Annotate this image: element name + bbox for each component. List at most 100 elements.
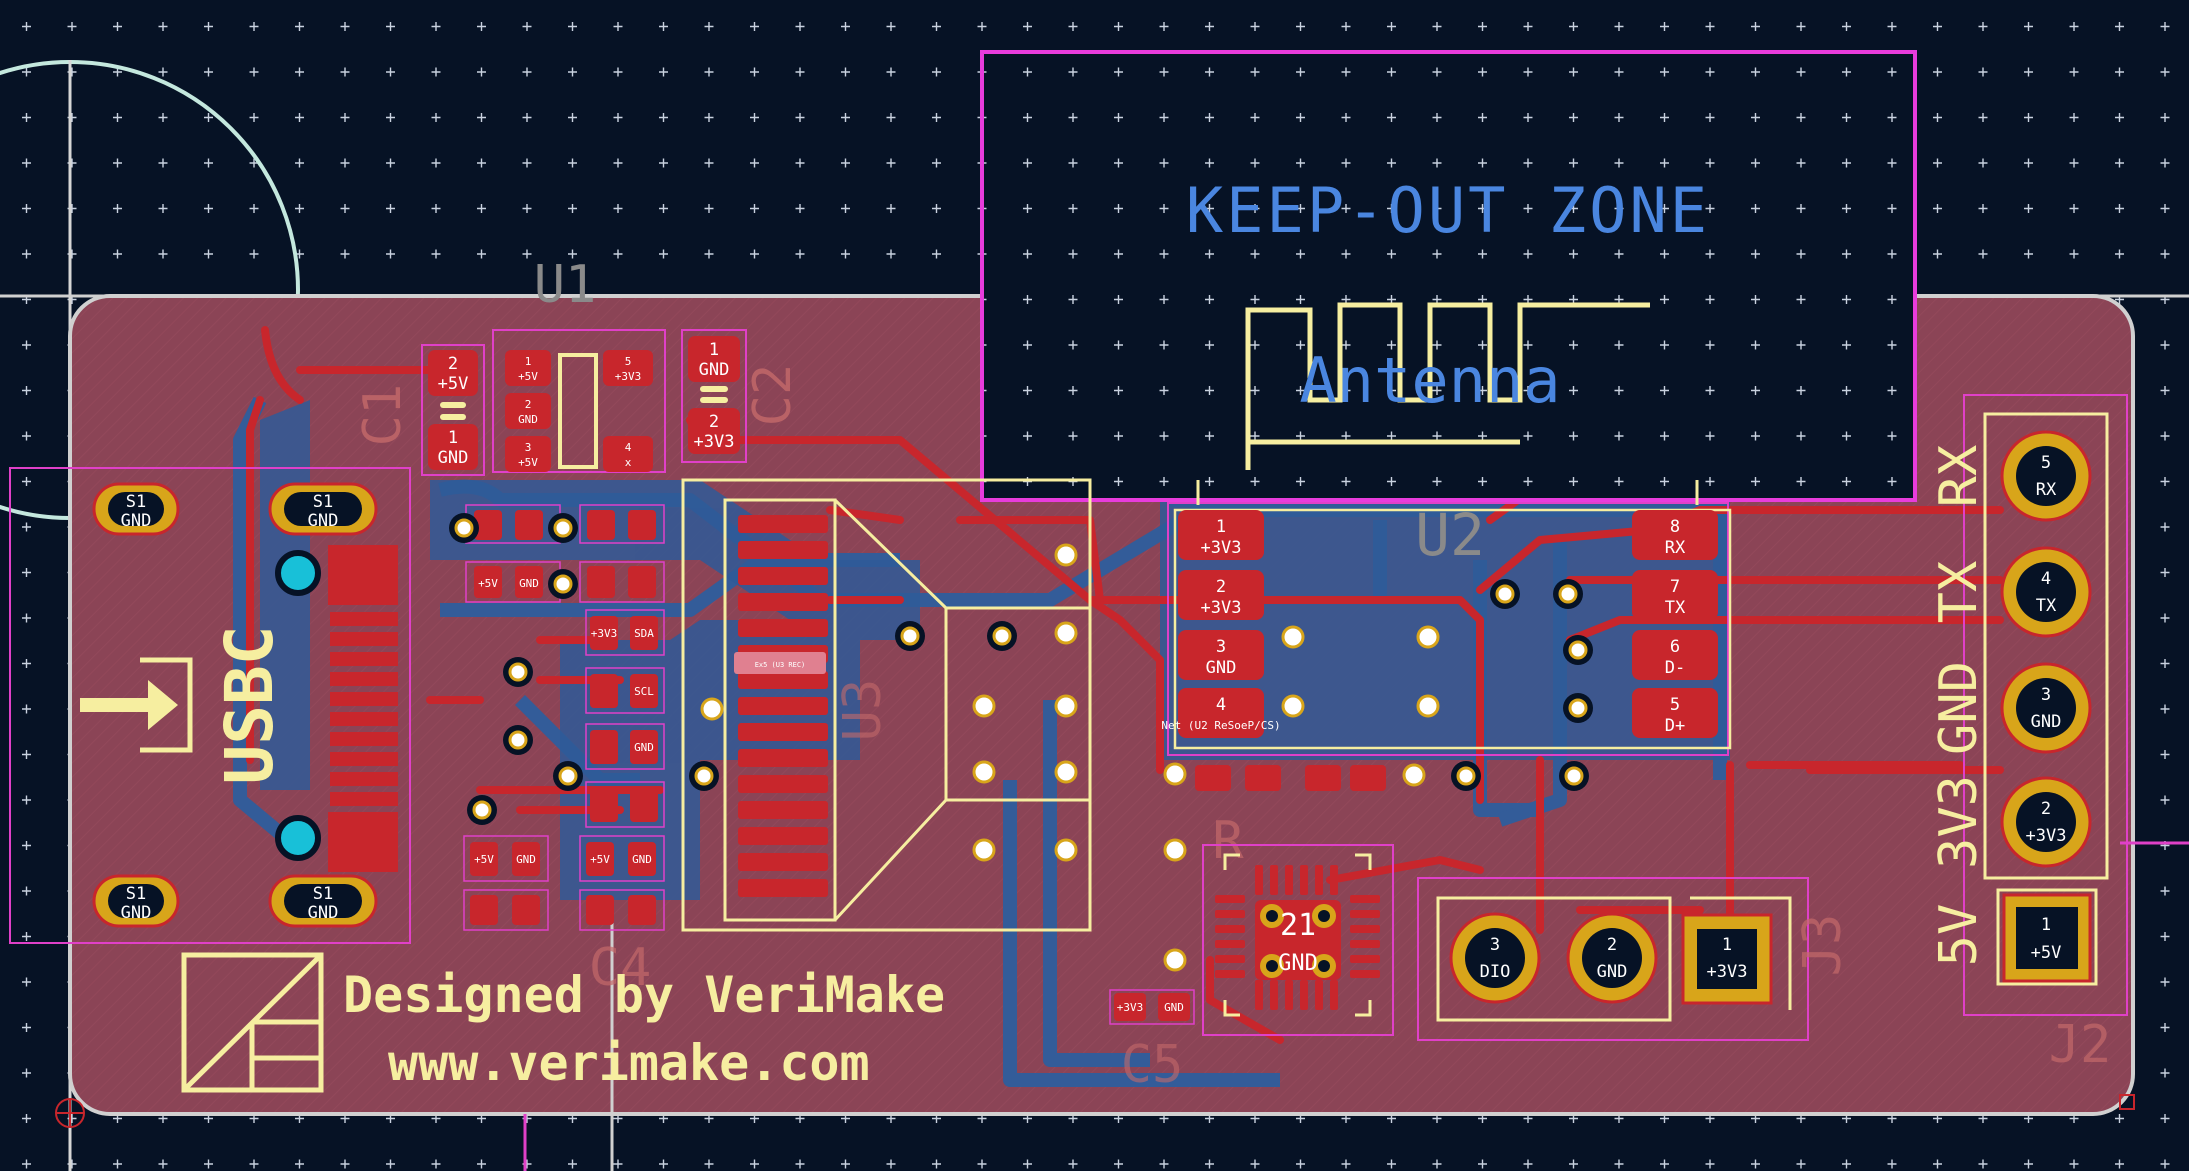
c5-pad[interactable]: GND bbox=[1158, 993, 1190, 1021]
c1-courtyard bbox=[421, 344, 485, 476]
svg-text:GND: GND bbox=[438, 448, 469, 468]
u3-pad-label: Ex5 (U3 REC) bbox=[755, 661, 806, 669]
svg-text:5: 5 bbox=[625, 355, 632, 368]
u2-pad[interactable]: 8 RX bbox=[1632, 510, 1718, 560]
u2-pad[interactable]: 7 TX bbox=[1632, 570, 1718, 620]
svg-text:3: 3 bbox=[2041, 685, 2051, 705]
passive-component[interactable]: +5V GND bbox=[579, 835, 665, 882]
j3-pin[interactable]: 1 +3V3 bbox=[1681, 913, 1773, 1005]
u1-pad[interactable]: 3 +5V bbox=[505, 436, 551, 472]
usb-shield-pad[interactable]: S1 GND bbox=[92, 874, 180, 928]
r-components bbox=[1195, 765, 1386, 791]
qfn-center-net: GND bbox=[1278, 951, 1318, 976]
passive-component[interactable]: GND bbox=[585, 723, 665, 770]
passive-component[interactable] bbox=[579, 504, 665, 544]
svg-text:2: 2 bbox=[709, 412, 719, 432]
svg-text:+3V3: +3V3 bbox=[1201, 538, 1242, 558]
svg-text:2: 2 bbox=[1216, 577, 1226, 597]
c2-silk-mark bbox=[700, 397, 728, 403]
qfn-courtyard bbox=[1202, 844, 1394, 1036]
svg-text:GND: GND bbox=[1164, 1001, 1184, 1014]
svg-text:SCL: SCL bbox=[634, 685, 654, 698]
u2-pad[interactable]: 2 +3V3 bbox=[1178, 570, 1264, 620]
origin-marker-icon bbox=[55, 1098, 85, 1128]
verimake-logo-icon bbox=[181, 952, 324, 1093]
j2-pin[interactable]: 5 RX bbox=[2000, 430, 2092, 522]
svg-text:1: 1 bbox=[448, 428, 458, 448]
u1-pad[interactable]: 4 x bbox=[603, 436, 653, 472]
j3-pin[interactable]: 3 DIO bbox=[1449, 912, 1541, 1004]
j2-courtyard bbox=[1963, 394, 2128, 1016]
svg-text:Net (U2 ReSoeP/CS): Net (U2 ReSoeP/CS) bbox=[1161, 719, 1280, 732]
c2-pad[interactable]: 2 +3V3 bbox=[688, 408, 740, 454]
u2-ref: U2 bbox=[1415, 501, 1485, 569]
svg-text:x: x bbox=[625, 456, 632, 469]
j2-silk-outline bbox=[1983, 412, 2109, 880]
passive-component[interactable] bbox=[579, 561, 665, 603]
passive-component[interactable] bbox=[1195, 765, 1281, 791]
svg-text:D-: D- bbox=[1665, 658, 1685, 678]
c2-silk-mark bbox=[700, 386, 728, 392]
svg-text:1: 1 bbox=[1216, 517, 1226, 537]
u1-pad[interactable]: 5 +3V3 bbox=[603, 350, 653, 386]
svg-text:+5V: +5V bbox=[518, 370, 538, 383]
svg-text:+3V3: +3V3 bbox=[591, 627, 618, 640]
svg-text:+5V: +5V bbox=[590, 853, 610, 866]
c1-pad[interactable]: 2 +5V bbox=[428, 350, 478, 396]
c1-ref: C1 bbox=[353, 384, 413, 447]
small-passives: +5V GND +3V3 SDA SCL bbox=[463, 504, 665, 931]
svg-text:GND: GND bbox=[308, 511, 339, 531]
j2-pin[interactable]: 4 TX bbox=[2000, 546, 2092, 638]
j2-silk-label-5v: 5V bbox=[1929, 904, 1989, 967]
antenna-trace bbox=[1245, 302, 1650, 470]
c5-pad[interactable]: +3V3 bbox=[1114, 993, 1146, 1021]
u2-pads-right: 8 RX 7 TX 6 D- 5 D+ bbox=[1632, 510, 1718, 738]
j2-pin[interactable]: 3 GND bbox=[2000, 662, 2092, 754]
passive-component[interactable]: SCL bbox=[585, 667, 665, 714]
j2-pin[interactable]: 1 +5V bbox=[2002, 893, 2092, 983]
right-edge-marker bbox=[2119, 1094, 2135, 1110]
u2-pad[interactable]: 3 GND bbox=[1178, 630, 1264, 680]
svg-text:8: 8 bbox=[1670, 517, 1680, 537]
passive-component[interactable] bbox=[465, 504, 561, 544]
u2-pad[interactable]: 1 +3V3 bbox=[1178, 510, 1264, 560]
svg-text:S1: S1 bbox=[126, 492, 146, 512]
c2-pad[interactable]: 1 GND bbox=[688, 336, 740, 382]
svg-text:1: 1 bbox=[709, 340, 719, 360]
j2-pin[interactable]: 2 +3V3 bbox=[2000, 776, 2092, 868]
u2-pad[interactable]: 4 Net (U2 ReSoeP/CS) bbox=[1161, 688, 1281, 738]
c5-courtyard bbox=[1109, 989, 1195, 1025]
svg-text:+5V: +5V bbox=[474, 853, 494, 866]
svg-text:RX: RX bbox=[1665, 538, 1686, 558]
usb-shield-pad[interactable]: S1 GND bbox=[268, 482, 378, 536]
svg-text:3: 3 bbox=[525, 441, 532, 454]
svg-text:2: 2 bbox=[1607, 935, 1617, 955]
svg-text:GND: GND bbox=[632, 853, 652, 866]
svg-text:GND: GND bbox=[121, 903, 152, 923]
j2-silk-pin1 bbox=[1996, 888, 2098, 986]
u1-pad[interactable]: 1 +5V bbox=[505, 350, 551, 386]
u1-courtyard bbox=[492, 329, 666, 473]
usb-shield-pad[interactable]: S1 GND bbox=[268, 874, 378, 928]
passive-component[interactable]: +3V3 SDA bbox=[585, 609, 665, 656]
u1-pad[interactable]: 2 GND bbox=[505, 393, 551, 429]
passive-component[interactable]: +5V GND bbox=[463, 835, 549, 882]
usb-shield-pad[interactable]: S1 GND bbox=[92, 482, 180, 536]
passive-component[interactable] bbox=[579, 889, 665, 931]
svg-text:S1: S1 bbox=[313, 884, 333, 904]
u2-silk-outline bbox=[1173, 508, 1732, 750]
qfn-silk-corners bbox=[1223, 853, 1372, 1017]
vias bbox=[449, 513, 1593, 972]
passive-component[interactable] bbox=[1305, 765, 1386, 791]
passive-component[interactable] bbox=[585, 781, 665, 828]
c1-silk-mark bbox=[440, 402, 466, 408]
c1-pad[interactable]: 1 GND bbox=[428, 424, 478, 470]
j3-silk-outline bbox=[1436, 896, 1672, 1022]
u2-pad[interactable]: 6 D- bbox=[1632, 630, 1718, 680]
passive-component[interactable] bbox=[463, 889, 549, 931]
svg-text:GND: GND bbox=[518, 413, 538, 426]
u2-pad[interactable]: 5 D+ bbox=[1632, 688, 1718, 738]
j3-pin[interactable]: 2 GND bbox=[1566, 912, 1658, 1004]
passive-component[interactable]: +5V GND bbox=[465, 561, 561, 603]
